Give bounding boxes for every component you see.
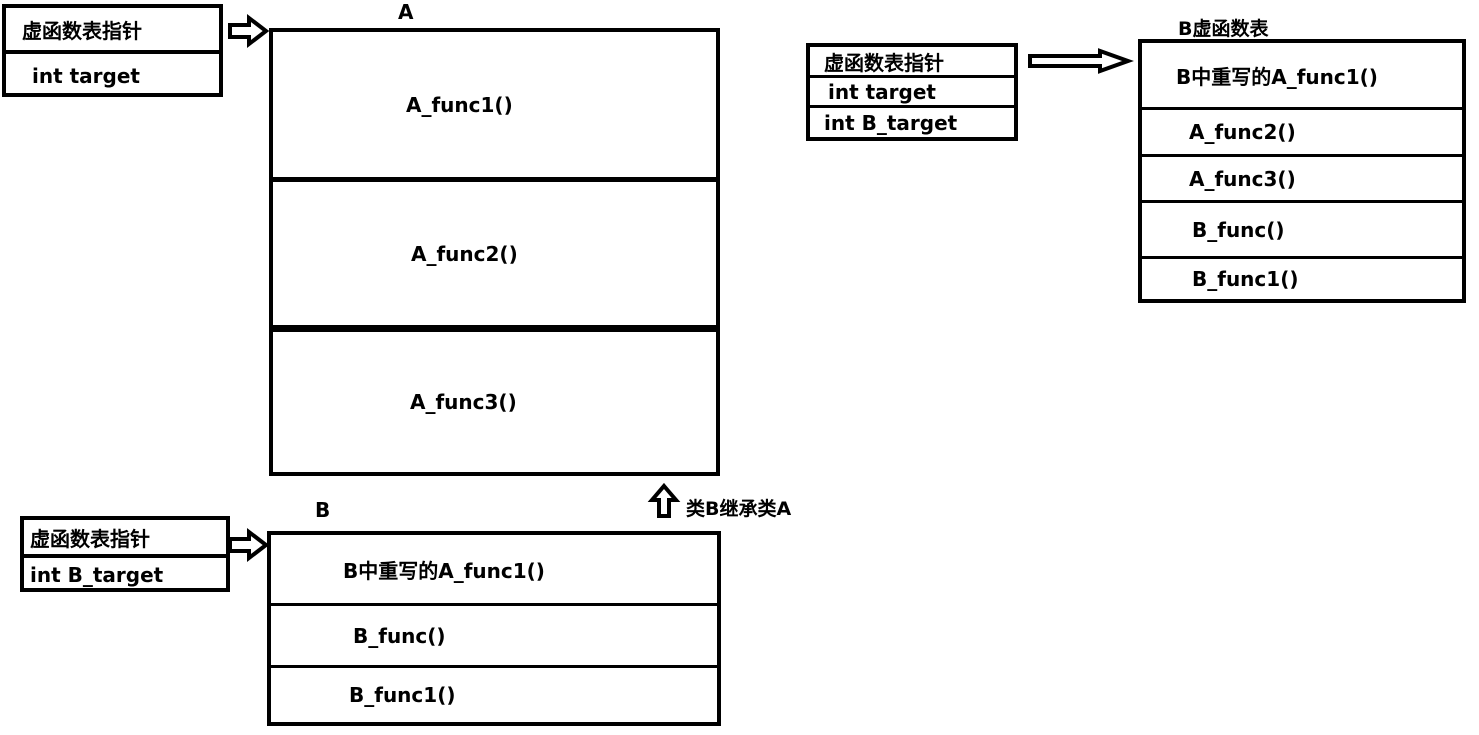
class-a-func-label: A_func3() [410, 390, 517, 414]
b-object-layout: 虚函数表指针 int target int B_target [806, 43, 1018, 141]
b-object-layout-left: 虚函数表指针 int B_target [20, 516, 230, 592]
b-vtable-row: B_func() [1142, 203, 1462, 259]
b-object-member-row: int B_target [24, 558, 226, 592]
class-b-func-row: B_func1() [271, 668, 717, 722]
class-b-function-box: B中重写的A_func1() B_func() B_func1() [267, 531, 721, 726]
b-object-row: int target [810, 78, 1014, 108]
class-a-function-box: A_func1() A_func2() A_func3() [269, 28, 720, 476]
class-a-func-row: A_func3() [273, 332, 716, 472]
b-vtable: B中重写的A_func1() A_func2() A_func3() B_fun… [1138, 39, 1466, 303]
a-object-layout: 虚函数表指针 int target [2, 4, 223, 97]
b-vptr-arrow-icon [228, 527, 270, 563]
b-vtable-row-label: B中重写的A_func1() [1176, 64, 1378, 89]
inherit-label: 类B继承类A [686, 498, 792, 520]
class-b-func-row: B中重写的A_func1() [271, 535, 717, 606]
class-a-func-label: A_func2() [411, 241, 518, 266]
b-object-row-label: int B_target [824, 110, 958, 135]
class-b-func-row: B_func() [271, 606, 717, 668]
b-object-row: int B_target [810, 108, 1014, 137]
a-vptr-arrow-icon [228, 13, 270, 49]
a-object-vptr-row: 虚函数表指针 [6, 8, 219, 54]
class-a-func-row: A_func1() [273, 32, 716, 182]
b-vtable-row: A_func3() [1142, 157, 1462, 203]
b-vtable-row-label: B_func() [1192, 217, 1285, 242]
class-b-func-label: B_func() [353, 623, 446, 648]
b-object-row-label: int target [828, 79, 936, 104]
b-object-row: 虚函数表指针 [810, 47, 1014, 78]
b-vtable-arrow-icon [1028, 48, 1134, 74]
b-object-row-label: 虚函数表指针 [824, 50, 944, 75]
b-object-member-label: int B_target [30, 563, 164, 587]
class-a-func-row: A_func2() [273, 182, 716, 332]
b-vtable-row: B中重写的A_func1() [1142, 43, 1462, 110]
a-object-member-label: int target [32, 63, 140, 88]
b-vtable-row-label: A_func2() [1189, 120, 1296, 144]
b-object-vptr-label: 虚函数表指针 [30, 526, 150, 551]
class-b-func-label: B_func1() [349, 683, 456, 707]
inherit-up-arrow-icon [647, 482, 681, 518]
class-a-title: A [398, 0, 414, 24]
b-vtable-row: B_func1() [1142, 259, 1462, 299]
b-vtable-row-label: B_func1() [1192, 267, 1299, 291]
b-vtable-row: A_func2() [1142, 110, 1462, 157]
a-object-member-row: int target [6, 54, 219, 97]
class-a-func-label: A_func1() [406, 92, 513, 117]
a-object-vptr-label: 虚函数表指针 [22, 18, 142, 43]
b-vtable-title: B虚函数表 [1178, 18, 1269, 40]
b-vtable-row-label: A_func3() [1189, 166, 1296, 191]
b-object-vptr-row: 虚函数表指针 [24, 520, 226, 558]
class-b-title: B [315, 498, 331, 522]
class-b-func-label: B中重写的A_func1() [343, 558, 545, 583]
